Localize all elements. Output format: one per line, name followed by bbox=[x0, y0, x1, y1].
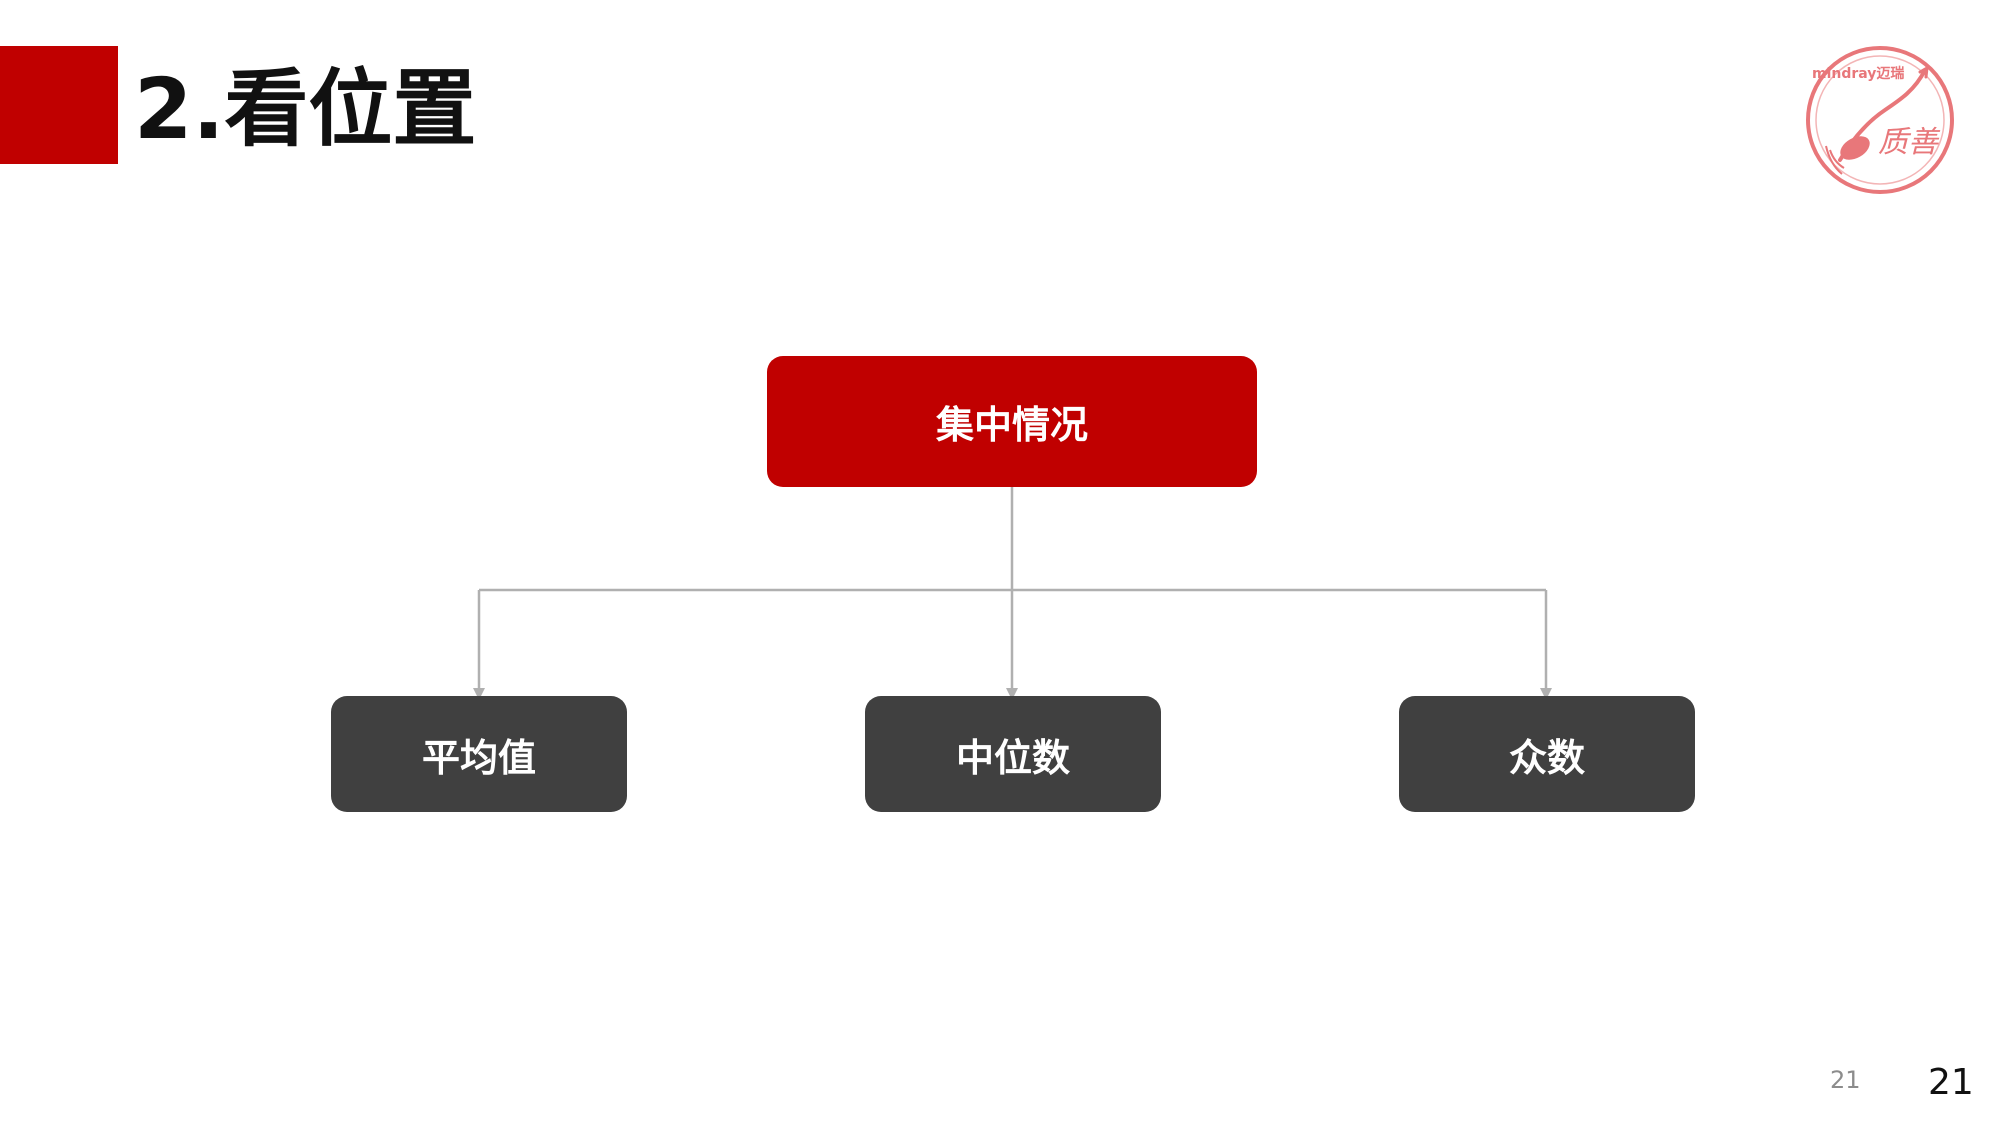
logo-brand-text: mindray迈瑞 bbox=[1812, 65, 1904, 82]
node-central-tendency: 集中情况 bbox=[767, 356, 1257, 487]
page-number: 21 bbox=[1928, 1062, 1974, 1103]
page-number-small: 21 bbox=[1830, 1066, 1861, 1094]
title-accent-bar bbox=[0, 46, 118, 164]
node-mean: 平均值 bbox=[331, 696, 627, 812]
node-mode: 众数 bbox=[1399, 696, 1695, 812]
mindray-logo-icon: mindray迈瑞 质善 bbox=[1806, 46, 1954, 194]
node-median: 中位数 bbox=[865, 696, 1161, 812]
logo-motto-text: 质善 bbox=[1878, 125, 1941, 160]
slide-title: 2.看位置 bbox=[134, 60, 477, 158]
